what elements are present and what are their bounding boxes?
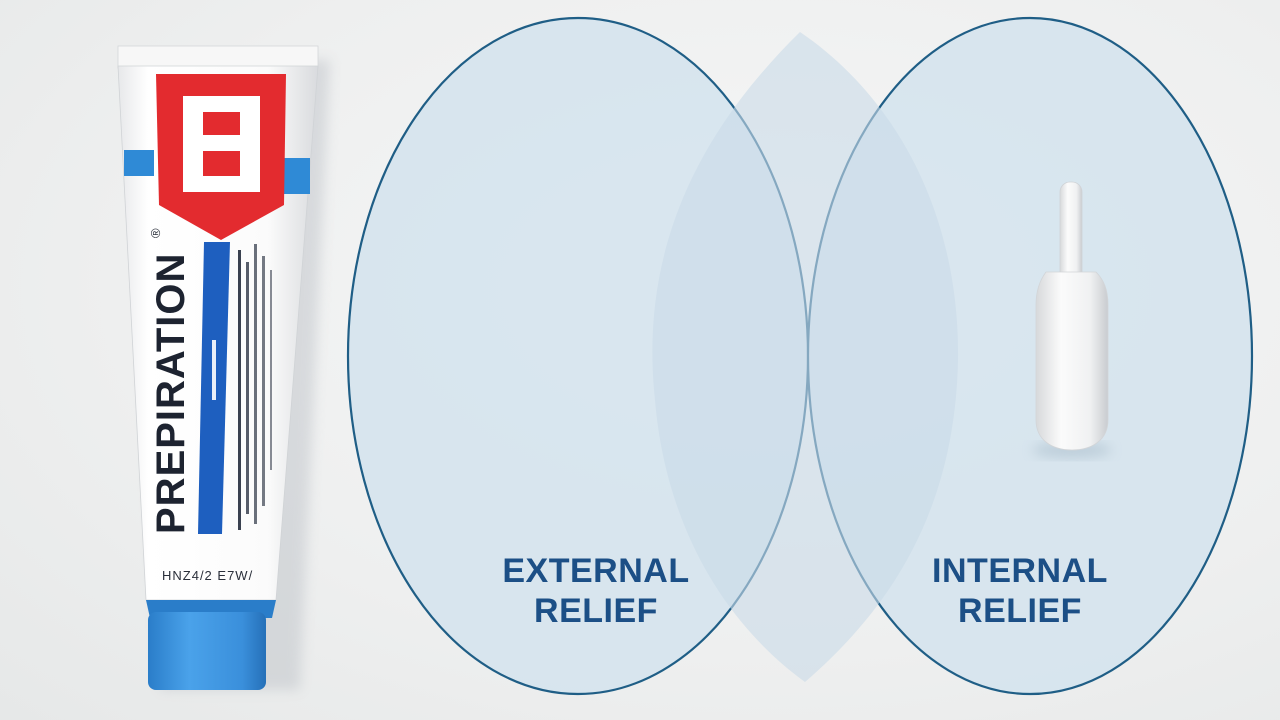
brand-name: PREPIRATION	[149, 253, 193, 534]
suppository-applicator-icon	[1032, 181, 1112, 458]
external-relief-label-line1: EXTERNAL	[502, 552, 689, 590]
trademark-mark: ®	[148, 227, 163, 238]
internal-relief-label-line1: INTERNAL	[932, 552, 1108, 590]
external-relief-label-line2: RELIEF	[534, 592, 658, 630]
ointment-tube-icon: PREPIRATION ® HNZ4/2 E7W/	[117, 45, 330, 690]
logo-glyph	[183, 96, 260, 192]
internal-relief-label-line2: RELIEF	[958, 592, 1082, 630]
venn-diagram: EXTERNAL RELIEF INTERNAL RELIEF	[346, 16, 1254, 696]
tube-cap	[148, 612, 266, 690]
fine-print	[212, 244, 272, 530]
product-code: HNZ4/2 E7W/	[162, 568, 253, 583]
venn-overlap	[652, 32, 959, 682]
